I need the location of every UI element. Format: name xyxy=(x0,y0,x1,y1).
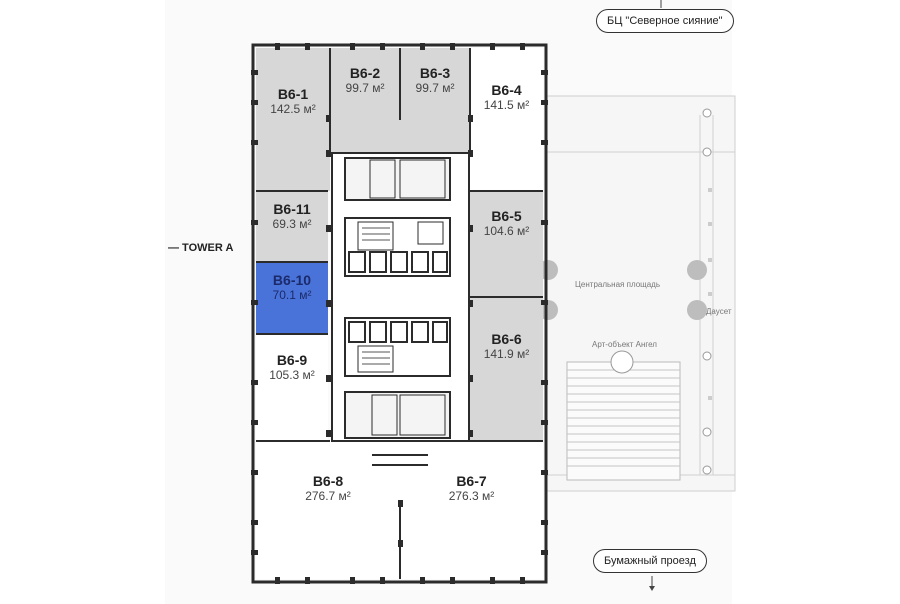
unit-b6-4[interactable]: B6-4 141.5 м² xyxy=(470,82,543,112)
unit-area: 69.3 м² xyxy=(272,217,312,231)
unit-shape-b6-4[interactable] xyxy=(470,48,543,191)
unit-shape-b6-6[interactable] xyxy=(470,297,543,441)
unit-b6-7[interactable]: B6-7 276.3 м² xyxy=(400,473,543,503)
unit-code: B6-8 xyxy=(312,473,344,489)
unit-code: B6-5 xyxy=(491,208,522,224)
unit-area: 105.3 м² xyxy=(269,368,315,382)
unit-code: B6-11 xyxy=(273,201,311,217)
unit-code: B6-2 xyxy=(349,65,381,81)
unit-shape-b6-1[interactable] xyxy=(256,48,330,191)
unit-shape-b6-10[interactable] xyxy=(256,262,328,334)
unit-b6-5[interactable]: B6-5 104.6 м² xyxy=(470,208,543,238)
plaza-label: Центральная площадь xyxy=(575,280,661,289)
unit-area: 141.9 м² xyxy=(483,347,530,361)
unit-b6-8[interactable]: B6-8 276.7 м² xyxy=(256,473,400,503)
unit-area: 276.3 м² xyxy=(448,489,495,503)
unit-area: 104.6 м² xyxy=(483,224,530,238)
unit-code: B6-10 xyxy=(272,272,312,288)
building-core xyxy=(331,152,470,442)
side-cut-label: Даусет xyxy=(706,307,732,316)
unit-shape-b6-9[interactable] xyxy=(256,334,328,441)
unit-b6-10[interactable]: B6-10 70.1 м² xyxy=(256,272,328,302)
unit-b6-6[interactable]: B6-6 141.9 м² xyxy=(470,331,543,361)
unit-area: 70.1 м² xyxy=(272,288,312,302)
unit-b6-3[interactable]: B6-3 99.7 м² xyxy=(400,65,470,95)
unit-b6-1[interactable]: B6-1 142.5 м² xyxy=(256,86,330,116)
tower-label: — TOWER A xyxy=(168,242,234,254)
unit-area: 276.7 м² xyxy=(305,489,351,503)
unit-area: 99.7 м² xyxy=(345,81,385,95)
unit-b6-11[interactable]: B6-11 69.3 м² xyxy=(256,201,328,231)
unit-shape-b6-5[interactable] xyxy=(470,191,543,297)
street-name-tag: Бумажный проезд xyxy=(593,549,707,573)
unit-shape-b6-11[interactable] xyxy=(256,191,328,262)
unit-code: B6-6 xyxy=(491,331,522,347)
unit-area: 142.5 м² xyxy=(270,102,316,116)
unit-code: B6-4 xyxy=(491,82,522,98)
art-object-label: Арт-объект Ангел xyxy=(592,340,657,349)
unit-code: B6-9 xyxy=(276,352,308,368)
unit-shapes xyxy=(256,48,543,579)
plaza-area xyxy=(538,95,736,492)
unit-shape-b6-8[interactable] xyxy=(256,441,400,579)
unit-area: 99.7 м² xyxy=(415,81,455,95)
unit-b6-2[interactable]: B6-2 99.7 м² xyxy=(330,65,400,95)
unit-shape-b6-3[interactable] xyxy=(400,48,470,153)
unit-code: B6-3 xyxy=(419,65,451,81)
arrow-down-icon xyxy=(649,586,655,591)
unit-code: B6-7 xyxy=(456,473,487,489)
unit-b6-9[interactable]: B6-9 105.3 м² xyxy=(256,352,328,382)
unit-shape-b6-2[interactable] xyxy=(330,48,400,153)
building-shell xyxy=(251,43,548,584)
unit-code: B6-1 xyxy=(277,86,309,102)
partitions xyxy=(256,48,543,579)
building-name-tag: БЦ "Северное сияние" xyxy=(596,9,734,33)
unit-area: 141.5 м² xyxy=(483,98,530,112)
unit-shape-b6-7[interactable] xyxy=(400,441,543,579)
